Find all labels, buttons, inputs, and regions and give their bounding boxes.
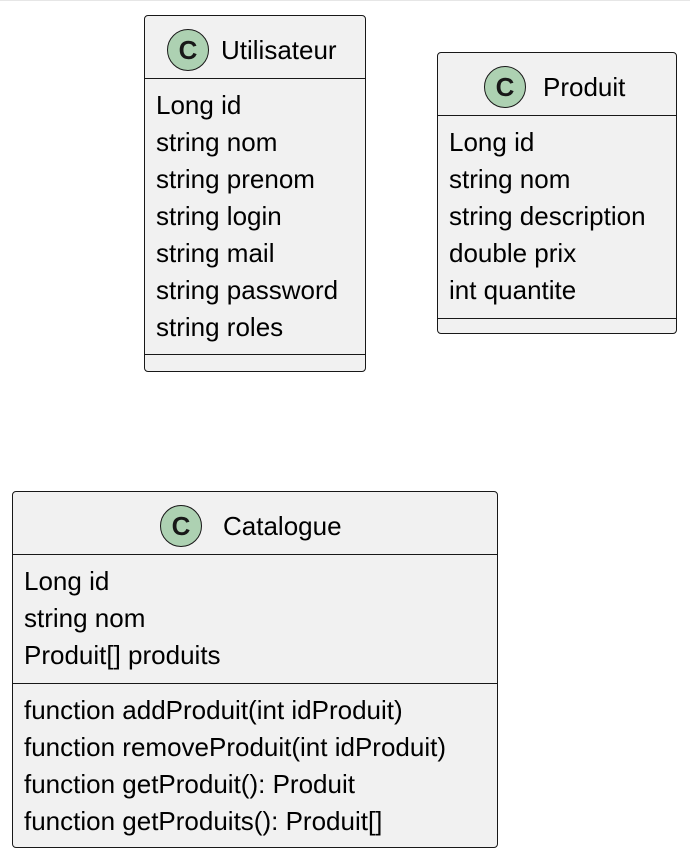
attribute: Produit[] produits xyxy=(24,640,221,670)
attribute: string nom xyxy=(449,164,571,194)
attribute: int quantite xyxy=(449,275,577,305)
attribute: Long id xyxy=(156,90,242,120)
method: function getProduit(): Produit xyxy=(24,769,355,799)
class-header: C Utilisateur xyxy=(145,16,365,79)
class-stereotype-icon: C xyxy=(167,29,209,71)
class-name: Catalogue xyxy=(223,511,342,541)
methods-section: function addProduit(int idProduit) funct… xyxy=(13,684,497,848)
class-name: Utilisateur xyxy=(221,35,337,65)
class-produit[interactable]: C Produit Long id string nom string desc… xyxy=(437,52,677,334)
method: function getProduits(): Produit[] xyxy=(24,806,383,836)
class-name: Produit xyxy=(543,72,626,102)
method: function removeProduit(int idProduit) xyxy=(24,732,446,762)
class-catalogue[interactable]: C Catalogue Long id string nom Produit[]… xyxy=(12,491,498,848)
class-utilisateur[interactable]: C Utilisateur Long id string nom string … xyxy=(144,15,366,372)
class-header: C Produit xyxy=(438,53,676,116)
attribute: Long id xyxy=(24,566,110,596)
class-stereotype-icon: C xyxy=(484,66,526,108)
attribute: string password xyxy=(156,275,339,305)
class-stereotype-icon: C xyxy=(160,505,202,547)
attributes-section: Long id string nom string prenom string … xyxy=(145,79,365,355)
attribute: double prix xyxy=(449,238,577,268)
class-header: C Catalogue xyxy=(13,492,497,555)
methods-section xyxy=(145,355,365,370)
attribute: string login xyxy=(156,201,282,231)
attribute: string nom xyxy=(24,603,146,633)
attribute: string roles xyxy=(156,312,284,342)
attributes-section: Long id string nom string description do… xyxy=(438,116,676,319)
attribute: string nom xyxy=(156,127,278,157)
attribute: string description xyxy=(449,201,646,231)
methods-section xyxy=(438,319,676,334)
method: function addProduit(int idProduit) xyxy=(24,695,403,725)
top-border-line xyxy=(0,0,690,1)
attribute: Long id xyxy=(449,127,535,157)
attribute: string prenom xyxy=(156,164,315,194)
attributes-section: Long id string nom Produit[] produits xyxy=(13,555,497,684)
attribute: string mail xyxy=(156,238,275,268)
